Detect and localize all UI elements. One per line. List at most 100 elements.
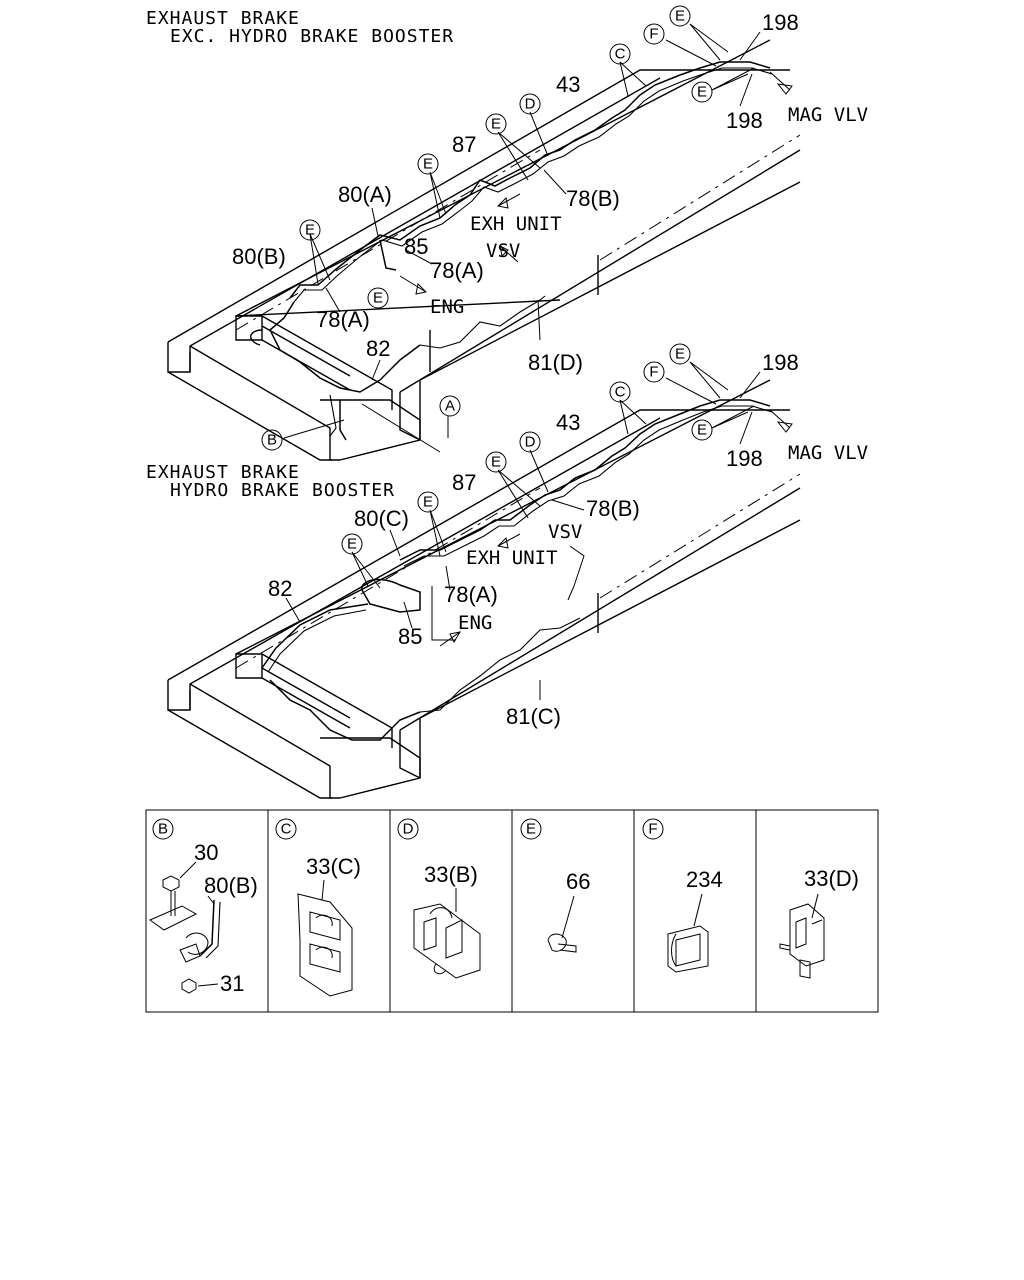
bottom-label-78b: 78(B): [586, 496, 640, 521]
svg-text:F: F: [649, 364, 658, 381]
svg-text:E: E: [675, 8, 685, 25]
top-label-87: 87: [452, 132, 476, 157]
top-callout-e4: E: [417, 153, 439, 175]
svg-text:F: F: [649, 26, 658, 43]
svg-text:B: B: [267, 432, 277, 449]
top-label-exh-unit: EXH UNIT: [470, 213, 562, 235]
bottom-heading-line2: HYDRO BRAKE BOOSTER: [170, 480, 395, 501]
top-diagram: EXHAUST BRAKE EXC. HYDRO BRAKE BOOSTER: [146, 5, 868, 461]
bottom-part-labels: 198 198 MAG VLV 43 87 78(B) EXH UNIT VSV…: [268, 350, 868, 729]
detail-part-80b: 80(B): [204, 873, 258, 898]
bottom-label-80c: 80(C): [354, 506, 409, 531]
bottom-diagram: EXHAUST BRAKE HYDRO BRAKE BOOSTER: [146, 343, 868, 799]
top-label-80a: 80(A): [338, 182, 392, 207]
bottom-label-198a: 198: [762, 350, 799, 375]
detail-panels: B 30 80(B) 31 C 33(C): [145, 809, 879, 1013]
top-leader-lines: [283, 23, 793, 453]
bottom-callout-c1: C: [609, 381, 631, 403]
detail-part-30: 30: [194, 840, 218, 865]
top-part-labels: 198 198 MAG VLV 43 87 78(B) EXH UNIT 80(…: [232, 10, 868, 375]
detail-panel-b-key: B: [158, 821, 168, 838]
svg-text:E: E: [305, 222, 315, 239]
bottom-label-exh-unit: EXH UNIT: [466, 547, 558, 569]
bottom-callout-e5: E: [341, 533, 363, 555]
bottom-label-78a: 78(A): [444, 582, 498, 607]
top-callouts: E F E C D E E E E A B: [261, 5, 713, 451]
top-label-85: 85: [404, 234, 428, 259]
top-label-78a-2: 78(A): [316, 307, 370, 332]
svg-text:C: C: [615, 46, 626, 63]
bottom-callout-f1: F: [643, 361, 665, 383]
detail-panel-d-key: D: [403, 821, 414, 838]
svg-text:E: E: [423, 156, 433, 173]
top-pipe-run: [269, 61, 773, 441]
bottom-label-43: 43: [556, 410, 580, 435]
detail-part-33d: 33(D): [804, 866, 859, 891]
bottom-label-eng: ENG: [458, 612, 492, 634]
top-label-198b: 198: [726, 108, 763, 133]
svg-text:E: E: [697, 422, 707, 439]
bottom-heading-line1: EXHAUST BRAKE: [146, 462, 300, 483]
bottom-callout-e1: E: [669, 343, 691, 365]
bottom-callout-e2: E: [691, 419, 713, 441]
top-callout-c1: C: [609, 43, 631, 65]
bottom-label-mag-vlv: MAG VLV: [788, 442, 868, 464]
top-label-78a-1: 78(A): [430, 258, 484, 283]
bottom-pipe-run: [261, 399, 773, 741]
top-heading-line1: EXHAUST BRAKE: [146, 8, 300, 29]
bottom-chassis-frame: [167, 379, 801, 799]
clip-66-drawing: [547, 895, 577, 953]
detail-panel-6: 33(D): [779, 866, 859, 979]
detail-panel-e: E 66: [520, 818, 590, 953]
detail-panel-d: D 33(B): [397, 818, 481, 979]
clip-33d-drawing: [779, 893, 825, 979]
detail-panel-f-key: F: [648, 821, 657, 838]
top-heading-line2: EXC. HYDRO BRAKE BOOSTER: [170, 26, 454, 47]
svg-text:C: C: [615, 384, 626, 401]
svg-text:E: E: [491, 454, 501, 471]
top-callout-f1: F: [643, 23, 665, 45]
svg-text:A: A: [445, 398, 455, 415]
top-label-43: 43: [556, 72, 580, 97]
top-callout-e6: E: [367, 287, 389, 309]
detail-part-234: 234: [686, 867, 723, 892]
top-label-78b: 78(B): [566, 186, 620, 211]
top-callout-e5: E: [299, 219, 321, 241]
clip-234-drawing: [667, 893, 709, 973]
top-callout-e1: E: [669, 5, 691, 27]
bottom-label-vsv: VSV: [548, 521, 582, 543]
bottom-label-87: 87: [452, 470, 476, 495]
detail-part-33c: 33(C): [306, 854, 361, 879]
top-label-eng: ENG: [430, 296, 464, 318]
detail-panel-b: B 30 80(B) 31: [148, 818, 258, 996]
svg-text:E: E: [373, 290, 383, 307]
top-label-80b: 80(B): [232, 244, 286, 269]
top-chassis-frame: [167, 39, 801, 461]
top-label-82: 82: [366, 336, 390, 361]
bottom-label-198b: 198: [726, 446, 763, 471]
top-callout-e3: E: [485, 113, 507, 135]
top-label-198a: 198: [762, 10, 799, 35]
svg-text:E: E: [491, 116, 501, 133]
top-callout-e2: E: [691, 81, 713, 103]
bracket-bolt-nut-drawing: [148, 861, 221, 994]
bottom-label-81c: 81(C): [506, 704, 561, 729]
bottom-callouts: E F E C D E E E: [341, 343, 713, 555]
detail-panel-e-key: E: [526, 821, 536, 838]
svg-text:D: D: [525, 96, 536, 113]
detail-panel-c-key: C: [281, 821, 292, 838]
bottom-label-85: 85: [398, 624, 422, 649]
top-label-mag-vlv: MAG VLV: [788, 104, 868, 126]
clip-33b-drawing: [413, 888, 481, 979]
top-label-81d: 81(D): [528, 350, 583, 375]
top-label-vsv: VSV: [486, 240, 520, 262]
detail-panel-c: C 33(C): [275, 818, 361, 997]
bottom-leader-lines: [285, 361, 793, 700]
bottom-callout-e4: E: [417, 491, 439, 513]
svg-text:E: E: [347, 536, 357, 553]
svg-text:E: E: [675, 346, 685, 363]
detail-part-33b: 33(B): [424, 862, 478, 887]
bottom-callout-d1: D: [519, 431, 541, 453]
bottom-label-82: 82: [268, 576, 292, 601]
